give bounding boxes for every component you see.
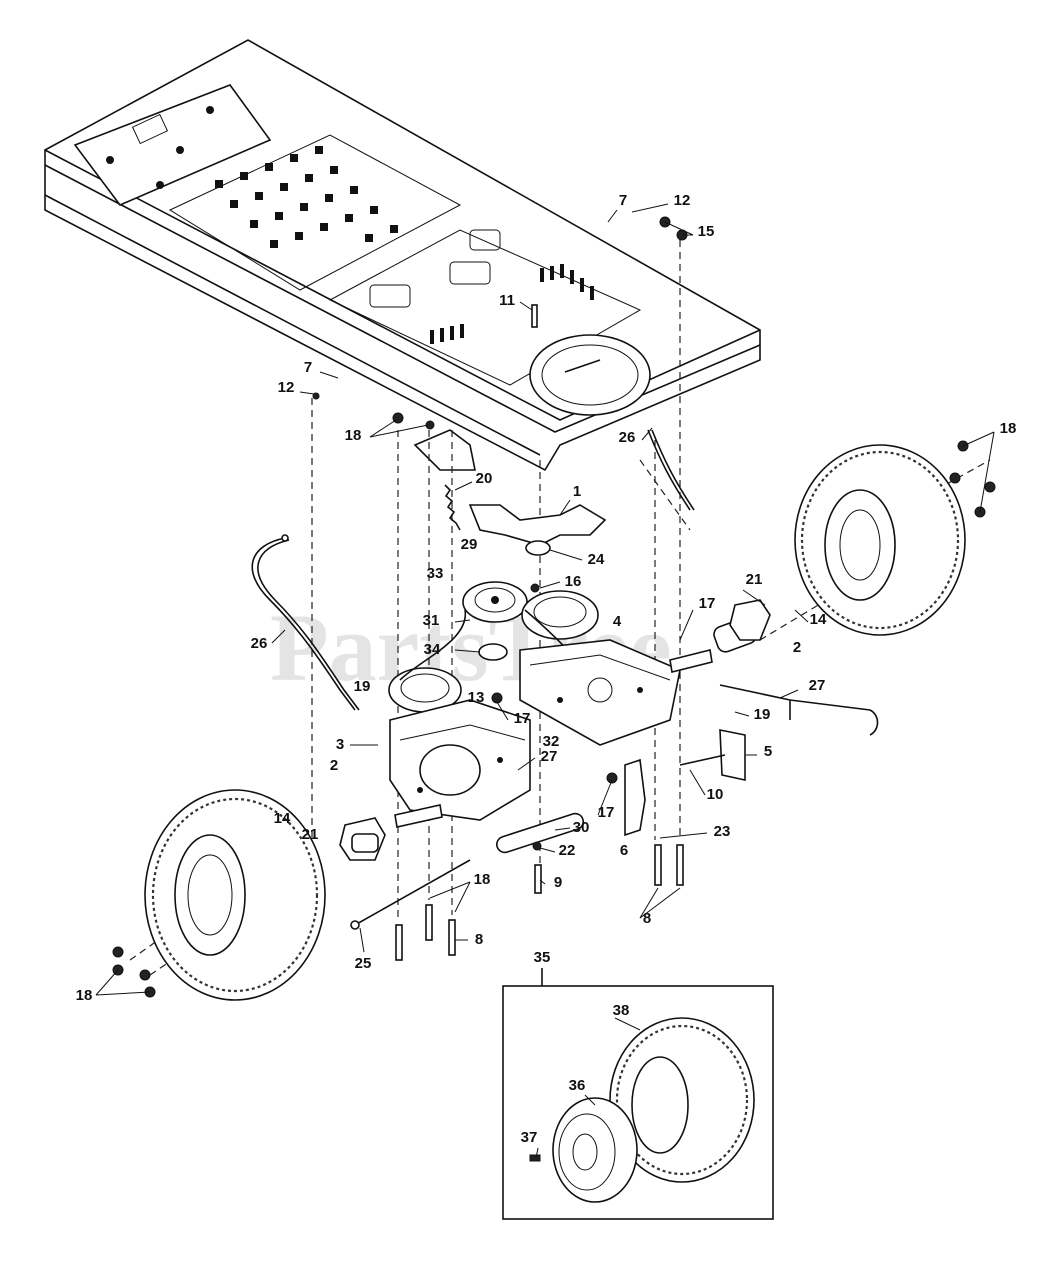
callout-8: 8 <box>475 931 483 948</box>
callout-23: 23 <box>714 823 731 840</box>
callout-32: 32 <box>543 733 560 750</box>
callout-12: 12 <box>674 192 691 209</box>
bracket-6 <box>624 758 646 837</box>
callout-12: 12 <box>278 379 295 396</box>
pulley-34 <box>478 643 508 661</box>
callout-18: 18 <box>76 987 93 1004</box>
valve-stem <box>529 1154 541 1162</box>
callout-2: 2 <box>793 639 801 656</box>
callout-4: 4 <box>613 613 622 630</box>
bolts <box>395 304 684 961</box>
callout-8: 8 <box>643 910 651 927</box>
callout-17: 17 <box>699 595 716 612</box>
bracket <box>468 504 607 556</box>
callout-33: 33 <box>427 565 444 582</box>
callout-17: 17 <box>514 710 531 727</box>
rod <box>354 859 471 926</box>
callout-10: 10 <box>707 786 724 803</box>
callout-31: 31 <box>423 612 440 629</box>
inset-box <box>502 985 774 1220</box>
callout-26: 26 <box>619 429 636 446</box>
callout-13: 13 <box>468 689 485 706</box>
callout-11: 11 <box>499 292 515 309</box>
callout-27: 27 <box>809 677 826 694</box>
pulley-main <box>521 590 599 640</box>
callout-35: 35 <box>534 949 551 966</box>
pulley-19 <box>388 667 462 713</box>
callout-17: 17 <box>598 804 615 821</box>
callout-20: 20 <box>476 470 493 487</box>
callout-22: 22 <box>559 842 576 859</box>
callout-14: 14 <box>810 611 827 628</box>
inset-rim <box>552 1097 638 1203</box>
inset-tire <box>609 1017 755 1183</box>
callout-27: 27 <box>541 748 558 765</box>
callout-18: 18 <box>345 427 362 444</box>
callout-37: 37 <box>521 1129 538 1146</box>
axle-right <box>669 649 713 673</box>
callout-19: 19 <box>354 678 371 695</box>
callout-7: 7 <box>304 359 312 376</box>
tube <box>496 812 584 854</box>
callout-29: 29 <box>461 536 478 553</box>
callout-26: 26 <box>251 635 268 652</box>
floor-grid <box>215 146 398 248</box>
callout-1: 1 <box>573 483 581 500</box>
cable-left <box>251 534 360 711</box>
rod-27 <box>719 684 879 736</box>
pulley-33 <box>462 581 528 623</box>
callout-16: 16 <box>565 573 582 590</box>
spring <box>444 484 461 531</box>
callout-15: 15 <box>698 223 715 240</box>
cable-right <box>647 429 695 511</box>
callout-36: 36 <box>569 1077 586 1094</box>
hub-left <box>339 817 386 861</box>
callout-3: 3 <box>336 736 344 753</box>
hub-right <box>713 599 771 653</box>
callout-21: 21 <box>746 571 763 588</box>
callout-18: 18 <box>474 871 491 888</box>
bracket-5 <box>679 729 746 781</box>
callout-9: 9 <box>554 874 562 891</box>
callout-5: 5 <box>764 743 772 760</box>
wheel-left <box>144 789 326 1001</box>
callout-24: 24 <box>588 551 605 568</box>
callout-7: 7 <box>619 192 627 209</box>
callout-18: 18 <box>1000 420 1017 437</box>
leader-lines <box>95 203 995 1159</box>
axle-left <box>394 804 443 828</box>
callout-38: 38 <box>613 1002 630 1019</box>
chassis-frame <box>44 39 761 472</box>
transmission-left <box>389 699 531 821</box>
callout-25: 25 <box>355 955 372 972</box>
callout-34: 34 <box>424 641 441 658</box>
frame-slots <box>430 264 594 344</box>
callout-6: 6 <box>620 842 628 859</box>
callout-19: 19 <box>754 706 771 723</box>
wheel-right <box>794 444 966 636</box>
callout-30: 30 <box>573 819 590 836</box>
callout-2: 2 <box>330 757 338 774</box>
callout-14: 14 <box>274 810 291 827</box>
callout-21: 21 <box>302 826 319 843</box>
transmission-right <box>519 639 681 746</box>
